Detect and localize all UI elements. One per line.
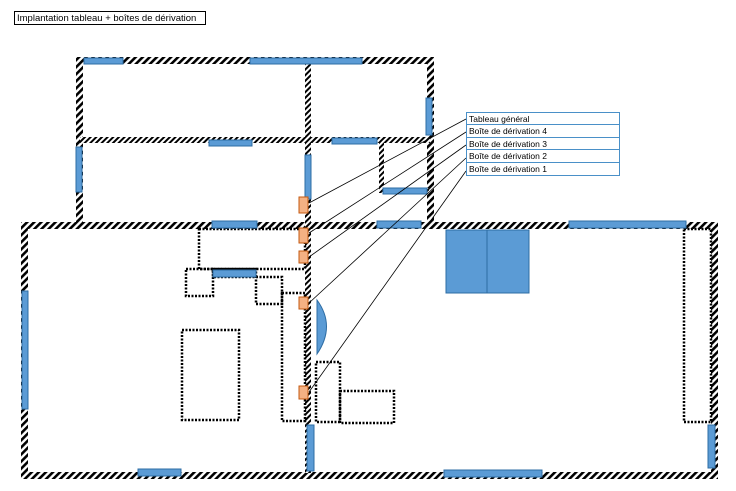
boite-derivation-1-marker — [298, 385, 309, 400]
legend-item-tableau-general: Tableau général — [466, 112, 620, 125]
electrical-boxes — [298, 196, 309, 400]
legend-item-boite-2: Boîte de dérivation 2 — [466, 150, 620, 164]
tableau-general-marker — [298, 196, 309, 214]
legend-item-boite-4: Boîte de dérivation 4 — [466, 124, 620, 138]
legend-item-boite-3: Boîte de dérivation 3 — [466, 137, 620, 151]
shower-fixture — [316, 298, 327, 356]
boite-derivation-3-marker — [298, 250, 309, 264]
boite-derivation-2-marker — [298, 296, 309, 310]
boite-derivation-4-marker — [298, 227, 309, 244]
legend-table: Tableau général Boîte de dérivation 4 Bo… — [466, 112, 620, 176]
plan-title: Implantation tableau + boîtes de dérivat… — [14, 11, 206, 25]
interior-walls — [80, 60, 430, 473]
legend-item-boite-1: Boîte de dérivation 1 — [466, 163, 620, 176]
windows — [21, 57, 716, 478]
leader-lines — [308, 118, 467, 393]
